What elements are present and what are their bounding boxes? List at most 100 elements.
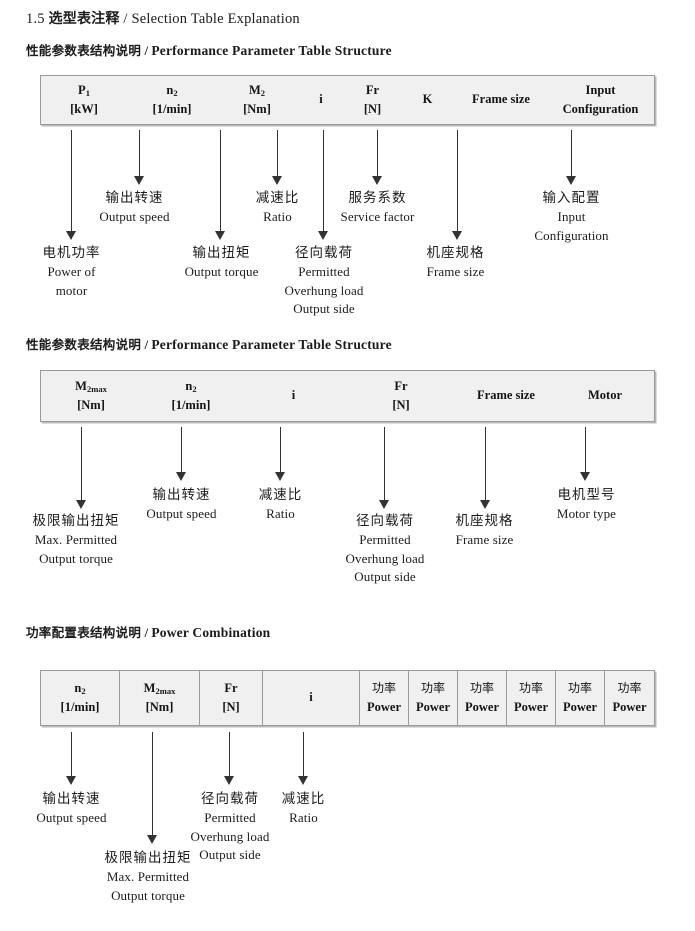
note-table-2-motor-type: 电机型号 Motor type [520,486,653,524]
page-title-separator: / [123,11,128,27]
note-table-1-ratio-cn: 减速比 [255,190,300,206]
note-table-3-overhung-load-en-1: Permitted [204,810,256,826]
table-1-col-k: K [400,76,455,124]
arrow-table-1-output-torque [215,130,226,240]
arrow-table-1-output-speed [134,130,145,185]
table-2-col-fr: Fr [N] [346,371,456,421]
table-3-col-m2max-unit: [Nm] [145,700,174,714]
note-table-2-max-torque-en-1: Max. Permitted [34,532,118,548]
table-3-col-fr-unit: [N] [222,700,240,714]
note-table-3-overhung-load-cn: 径向载荷 [201,791,259,807]
page-title-number: 1.5 [26,11,45,27]
table-3-col-power-2-cn: 功率 [420,681,445,696]
note-table-2-overhung-load: 径向载荷 Permitted Overhung load Output side [323,512,447,587]
note-table-2-overhung-load-en-1: Permitted [359,532,411,548]
note-table-1-frame-size-en-1: Frame size [426,264,485,280]
arrow-table-1-frame-size [452,130,463,240]
note-table-3-max-torque: 极限输出扭矩 Max. Permitted Output torque [80,849,216,905]
section-2-heading-en: Performance Parameter Table Structure [151,337,392,352]
table-2-col-motor: Motor [556,371,654,421]
table-3-col-power-5: 功率 Power [555,671,604,725]
note-table-2-max-torque-cn: 极限输出扭矩 [32,513,120,529]
note-table-1-power-en-2: motor [55,282,88,298]
note-table-1-output-torque-cn: 输出扭矩 [192,245,251,261]
note-table-3-overhung-load-en-3: Output side [199,847,261,863]
table-3-col-power-6-cn: 功率 [617,681,642,696]
performance-parameter-table-1: P1 [kW] n2 [1/min] M2 [Nm] i Fr [N] K Fr… [40,75,655,125]
note-table-3-output-speed-cn: 输出转速 [42,791,101,807]
table-3-col-power-3: 功率 Power [457,671,506,725]
table-1-col-m2-subscript: 2 [260,88,266,99]
arrow-table-2-motor-type [580,427,591,481]
arrow-table-3-output-speed [66,732,77,785]
table-1-col-n2: n2 [1/min] [127,76,217,124]
table-3-col-power-6-en: Power [612,699,647,714]
note-table-1-service-factor-en-1: Service factor [340,209,415,225]
table-2-col-n2-symbol: n [185,378,193,393]
note-table-1-overhung-load-en-3: Output side [293,301,355,317]
note-table-2-output-speed-cn: 输出转速 [152,487,211,503]
note-table-1-overhung-load-en-1: Permitted [298,264,350,280]
note-table-1-input-configuration-en-2: Configuration [534,227,609,243]
note-table-1-output-torque: 输出扭矩 Output torque [155,244,288,282]
note-table-2-output-speed: 输出转速 Output speed [115,486,248,524]
note-table-1-input-configuration-en-1: Input [557,209,586,225]
section-1-heading-en: Performance Parameter Table Structure [151,43,392,58]
note-table-1-output-speed-cn: 输出转速 [105,190,164,206]
table-2-col-frame-size-label: Frame size [477,388,535,403]
table-3-col-m2max: M2max [Nm] [119,671,199,725]
table-3-col-power-6: 功率 Power [604,671,654,725]
table-1-col-input-configuration-line2: Configuration [562,102,639,116]
table-3-col-power-4-cn: 功率 [518,681,543,696]
note-table-1-service-factor-cn: 服务系数 [348,190,407,206]
table-1-col-input-configuration: Input Configuration [547,76,654,124]
arrow-table-2-max-torque [76,427,87,509]
note-table-2-overhung-load-cn: 径向载荷 [356,513,414,529]
arrow-table-3-max-torque [147,732,158,844]
table-3-col-n2: n2 [1/min] [41,671,119,725]
note-table-1-power-en-1: Power of [47,264,96,280]
table-1-col-input-configuration-line1: Input [585,82,616,97]
table-3-col-power-3-cn: 功率 [469,681,494,696]
table-2-col-fr-unit: [N] [392,398,410,412]
note-table-2-motor-type-en-1: Motor type [556,506,617,522]
table-3-col-power-1-cn: 功率 [371,681,396,696]
table-1-col-fr: Fr [N] [345,76,400,124]
table-3-col-fr-symbol: Fr [224,680,238,695]
table-2-col-n2-subscript: 2 [192,384,197,395]
table-2-col-n2: n2 [1/min] [141,371,241,421]
table-1-col-fr-symbol: Fr [365,82,380,97]
note-table-1-frame-size: 机座规格 Frame size [398,244,513,282]
note-table-2-overhung-load-en-2: Overhung load [345,550,425,566]
note-table-1-output-speed-en-1: Output speed [99,209,170,225]
table-3-col-fr: Fr [N] [199,671,262,725]
table-3-col-m2max-subscript: 2max [155,686,176,697]
table-1-col-m2: M2 [Nm] [217,76,297,124]
table-1-col-fr-unit: [N] [363,102,382,116]
note-table-3-output-speed: 输出转速 Output speed [5,790,138,828]
table-3-col-power-5-cn: 功率 [567,681,592,696]
section-3-heading: 功率配置表结构说明 / Power Combination [26,622,270,641]
page-title-en: Selection Table Explanation [131,11,300,27]
note-table-1-input-configuration: 输入配置 Input Configuration [505,189,638,245]
note-table-1-power: 电机功率 Power of motor [0,244,143,300]
table-1-col-frame-size: Frame size [455,76,547,124]
note-table-3-max-torque-en-1: Max. Permitted [106,869,190,885]
note-table-1-service-factor: 服务系数 Service factor [311,189,444,227]
note-table-3-ratio: 减速比 Ratio [248,790,359,828]
table-2-col-i: i [241,371,346,421]
section-3-heading-separator: / [144,625,149,640]
section-2-heading-cn: 性能参数表结构说明 [26,337,142,352]
table-3-col-n2-subscript: 2 [81,686,86,697]
table-1-col-p1-subscript: 1 [85,88,90,99]
table-1-col-p1-symbol: P [78,82,86,97]
arrow-table-2-ratio [275,427,286,481]
table-3-col-power-1-en: Power [366,699,401,714]
table-2-col-frame-size: Frame size [456,371,556,421]
table-3-col-n2-unit: [1/min] [60,700,100,714]
table-2-col-n2-unit: [1/min] [171,398,211,412]
arrow-table-2-frame-size [480,427,491,509]
table-1-col-p1: P1 [kW] [41,76,127,124]
table-3-col-power-2-en: Power [415,699,450,714]
arrow-table-1-ratio [272,130,283,185]
